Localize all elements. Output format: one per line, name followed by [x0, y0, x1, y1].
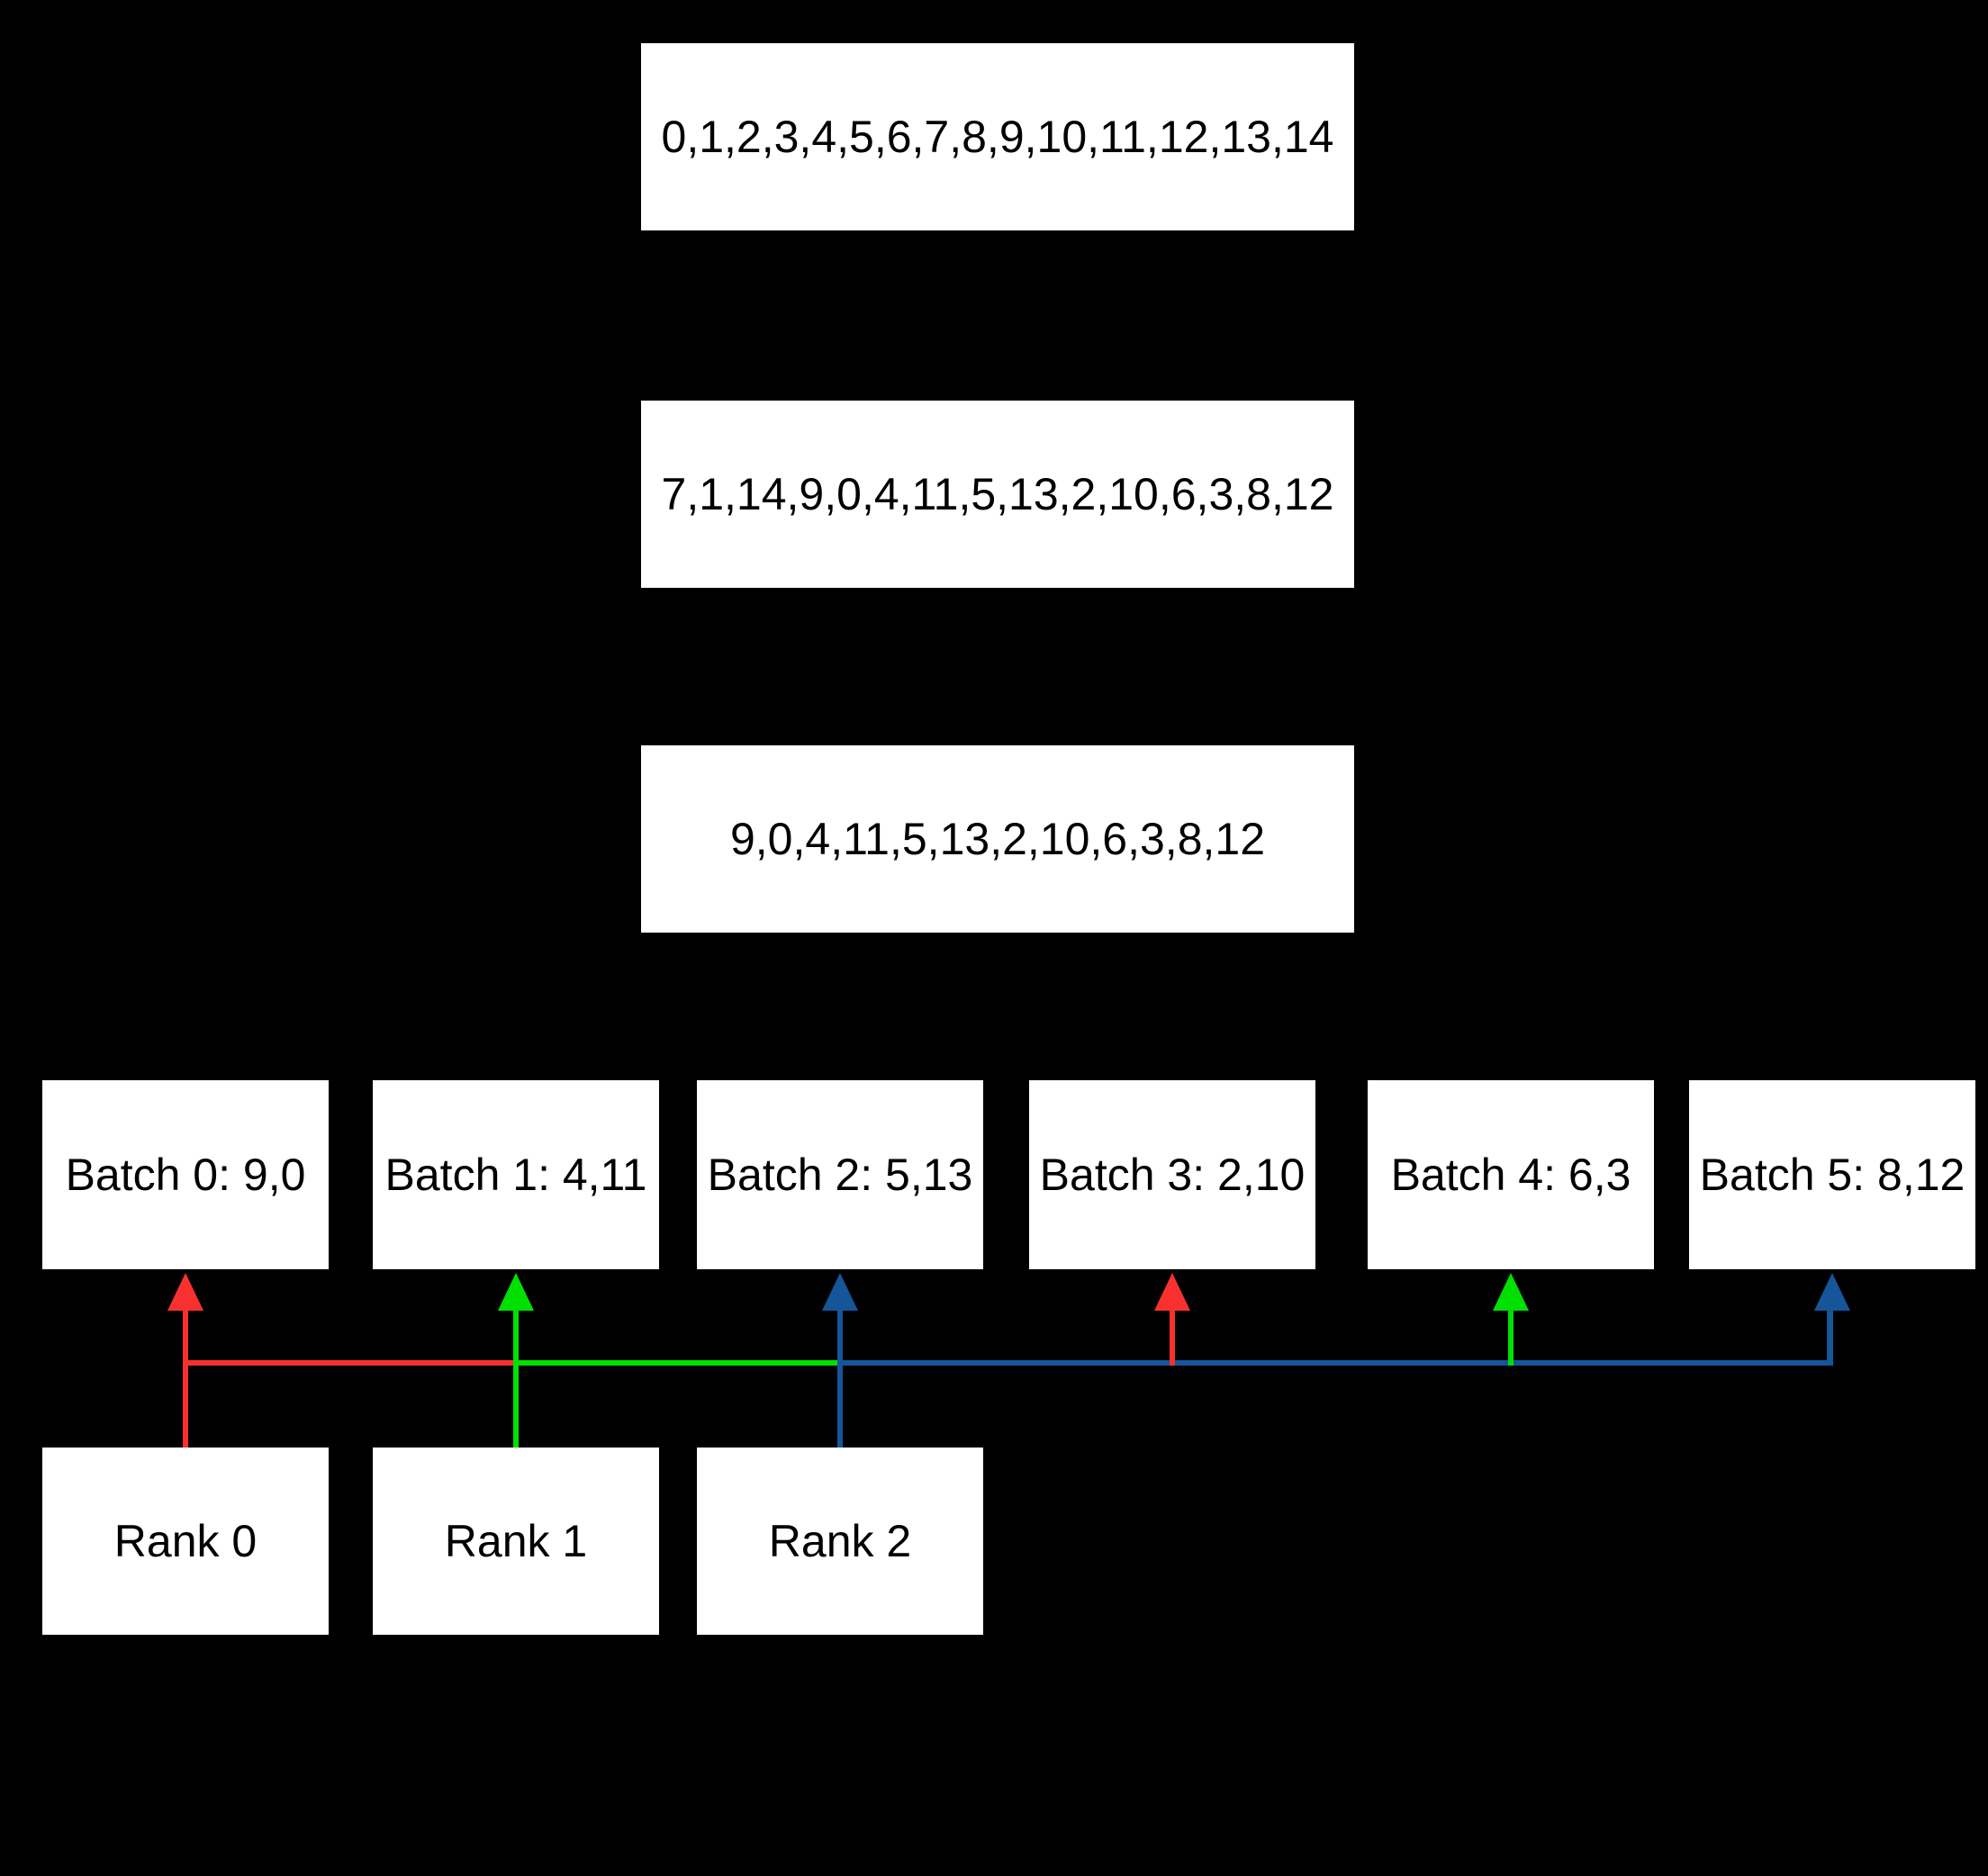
batch-box-3: Batch 3: 2,10 [1029, 1080, 1315, 1269]
truncated-indices-label: 9,0,4,11,5,13,2,10,6,3,8,12 [729, 814, 1266, 864]
dataset-indices-box: 0,1,2,3,4,5,6,7,8,9,10,11,12,13,14 [641, 43, 1354, 230]
batch-box-0: Batch 0: 9,0 [42, 1080, 329, 1269]
rank-2-label: Rank 2 [768, 1516, 912, 1566]
rank-1-label: Rank 1 [444, 1516, 588, 1566]
batch-5-label: Batch 5: 8,12 [1699, 1150, 1965, 1200]
batch-3-label: Batch 3: 2,10 [1039, 1150, 1306, 1200]
arrowhead-batch5-icon [1814, 1273, 1850, 1311]
arrowhead-batch4-icon [1493, 1273, 1529, 1311]
dataset-indices-label: 0,1,2,3,4,5,6,7,8,9,10,11,12,13,14 [661, 112, 1334, 162]
rank2-to-batch2-stem [837, 1307, 843, 1448]
batch-box-5: Batch 5: 8,12 [1689, 1080, 1975, 1269]
bus-segment-red [183, 1360, 519, 1366]
batch-box-4: Batch 4: 6,3 [1368, 1080, 1654, 1269]
shuffled-indices-label: 7,1,14,9,0,4,11,5,13,2,10,6,3,8,12 [661, 469, 1334, 519]
batch-2-label: Batch 2: 5,13 [707, 1150, 973, 1200]
shuffled-indices-box: 7,1,14,9,0,4,11,5,13,2,10,6,3,8,12 [641, 401, 1354, 588]
rank-box-1: Rank 1 [373, 1448, 659, 1635]
batch-1-label: Batch 1: 4,11 [384, 1150, 647, 1200]
bus-segment-blue [837, 1360, 1833, 1366]
batch-box-2: Batch 2: 5,13 [697, 1080, 983, 1269]
arrowhead-batch0-icon [167, 1273, 203, 1311]
arrowhead-batch2-icon [822, 1273, 858, 1311]
rank-box-0: Rank 0 [42, 1448, 329, 1635]
rank1-to-batch1-stem [513, 1307, 519, 1448]
batch-0-label: Batch 0: 9,0 [65, 1150, 306, 1200]
bus-to-batch4-stub [1508, 1307, 1514, 1366]
rank-box-2: Rank 2 [697, 1448, 983, 1635]
batch-box-1: Batch 1: 4,11 [373, 1080, 659, 1269]
bus-to-batch5-stub [1827, 1307, 1833, 1366]
rank-0-label: Rank 0 [113, 1516, 258, 1566]
rank0-to-batch0-stem [183, 1307, 188, 1448]
arrowhead-batch1-icon [498, 1273, 534, 1311]
truncated-indices-box: 9,0,4,11,5,13,2,10,6,3,8,12 [641, 745, 1354, 933]
bus-segment-green [513, 1360, 845, 1366]
arrowhead-batch3-icon [1154, 1273, 1190, 1311]
batch-4-label: Batch 4: 6,3 [1390, 1150, 1631, 1200]
bus-to-batch3-stub [1170, 1307, 1175, 1366]
